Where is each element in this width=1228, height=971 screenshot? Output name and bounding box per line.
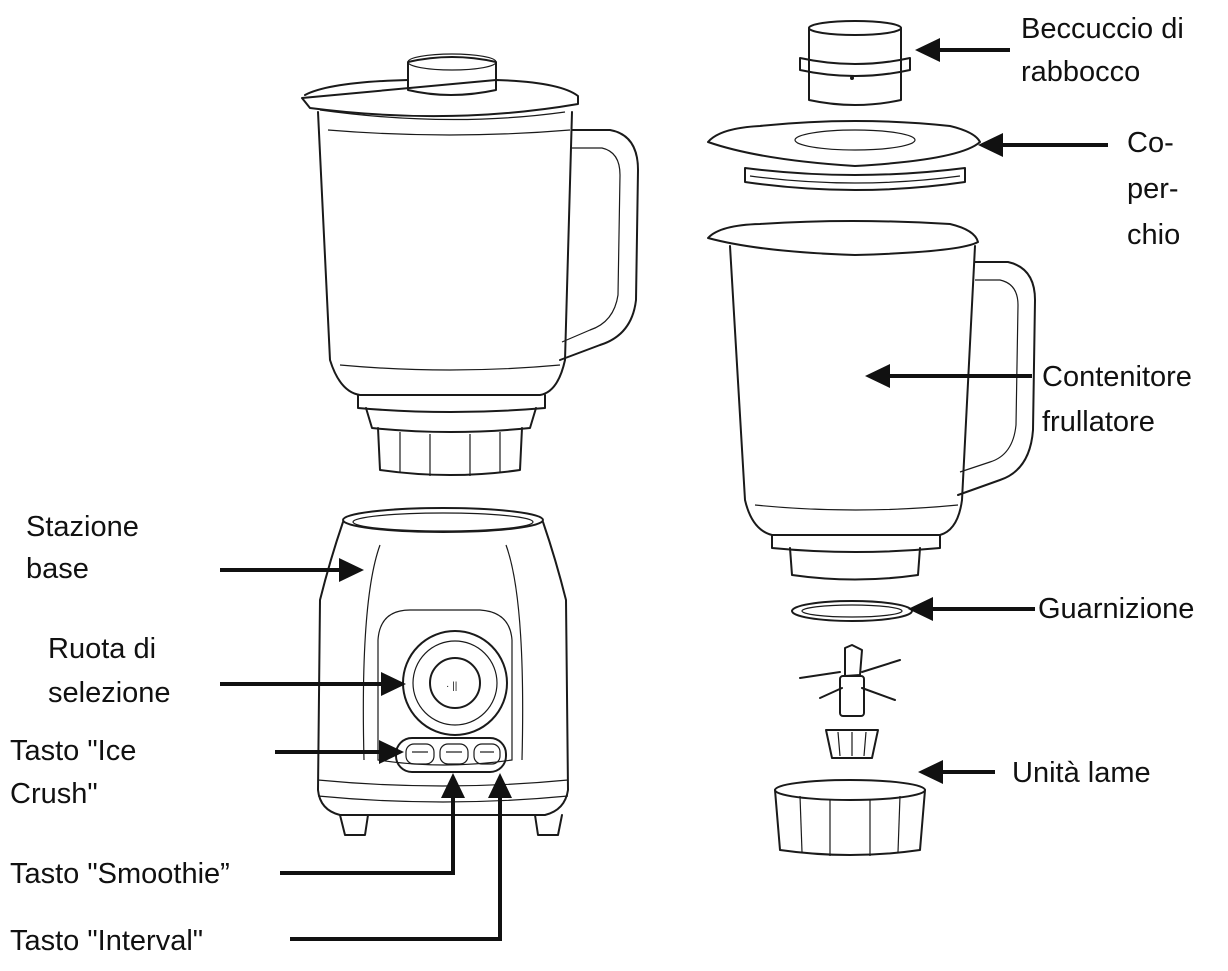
arrow-unita-lame	[918, 760, 995, 784]
lid-illustration	[707, 120, 981, 191]
filler-cap-illustration	[799, 20, 911, 106]
label-smoothie: Tasto "Smoothie”	[10, 858, 230, 890]
label-beccuccio-line1: Beccuccio di	[1021, 13, 1184, 45]
label-stazione-line2: base	[26, 553, 89, 585]
jar-illustration	[707, 220, 1036, 581]
arrow-interval	[290, 773, 512, 941]
assembled-jar-illustration	[301, 53, 639, 476]
arrow-guarnizione	[908, 597, 1035, 621]
gasket-illustration	[791, 600, 913, 622]
label-unita-lame: Unità lame	[1012, 757, 1151, 789]
arrow-ice-crush	[275, 740, 404, 764]
label-ruota-line1: Ruota di	[48, 633, 157, 665]
label-stazione-line1: Stazione	[26, 511, 139, 543]
label-beccuccio-line2: rabbocco	[1021, 56, 1141, 88]
base-station-illustration: · ||	[317, 507, 569, 836]
arrow-smoothie	[280, 773, 465, 875]
svg-text:· ||: · ||	[446, 681, 457, 692]
label-coperchio-line2: per-	[1127, 173, 1179, 205]
arrow-ruota	[220, 672, 406, 696]
arrow-coperchio	[978, 133, 1108, 157]
label-contenitore-line2: frullatore	[1042, 406, 1155, 438]
label-ice-crush-line2: Crush"	[10, 778, 98, 810]
label-ice-crush-line1: Tasto "Ice	[10, 735, 137, 767]
label-interval: Tasto "Interval"	[10, 925, 204, 957]
label-contenitore-line1: Contenitore	[1042, 361, 1192, 393]
arrow-beccuccio	[915, 38, 1010, 62]
arrow-contenitore	[865, 364, 1032, 388]
blade-unit-illustration	[774, 644, 926, 856]
label-coperchio-line3: chio	[1127, 219, 1181, 251]
arrow-stazione	[220, 558, 364, 582]
label-ruota-line2: selezione	[48, 677, 171, 709]
label-coperchio-line1: Co-	[1127, 127, 1174, 159]
label-guarnizione: Guarnizione	[1038, 593, 1195, 625]
